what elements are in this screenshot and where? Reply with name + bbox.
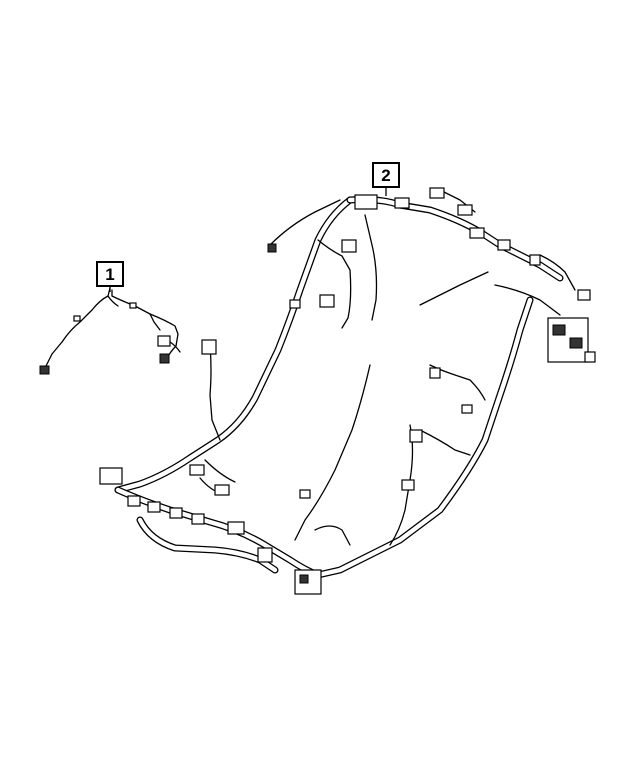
harness-1 bbox=[39, 287, 181, 375]
connector-front-2 bbox=[147, 501, 161, 513]
clip-upper-left bbox=[289, 299, 301, 309]
connector-cluster-pin-1 bbox=[552, 324, 566, 336]
callout-1: 1 bbox=[96, 261, 124, 292]
connector-top-3 bbox=[457, 204, 473, 216]
connector-rear-right-low bbox=[584, 351, 596, 363]
connector-right-mid bbox=[409, 429, 423, 443]
connector-front-1 bbox=[127, 495, 141, 507]
connector-top-center bbox=[354, 194, 378, 210]
connector-top-2 bbox=[429, 187, 445, 199]
connector-top-4 bbox=[469, 227, 485, 239]
harness-2 bbox=[99, 187, 596, 595]
connector-front-3 bbox=[169, 507, 183, 519]
connector-block-center-pin bbox=[299, 574, 309, 584]
connector-top-5 bbox=[497, 239, 511, 251]
connector-pillar-left bbox=[201, 339, 217, 355]
connector-mid-left bbox=[189, 464, 205, 476]
connector-upper-center bbox=[341, 239, 357, 253]
callout-1-label: 1 bbox=[105, 265, 114, 284]
connector-rear-1 bbox=[529, 254, 541, 266]
connector-right-lower bbox=[401, 479, 415, 491]
connector-1a bbox=[39, 365, 50, 375]
connector-front-6 bbox=[257, 547, 273, 563]
connector-top-1 bbox=[394, 197, 410, 209]
callout-2-label: 2 bbox=[381, 166, 390, 185]
connector-front-left bbox=[99, 467, 123, 485]
clip-right-sill bbox=[461, 404, 473, 414]
callout-2: 2 bbox=[372, 162, 400, 196]
connector-rear-right-top bbox=[577, 289, 591, 301]
connector-right-loop bbox=[429, 367, 441, 379]
connector-1c bbox=[159, 353, 170, 364]
connector-mid-left-2 bbox=[214, 484, 230, 496]
clip-1a bbox=[73, 315, 81, 322]
connector-front-5 bbox=[227, 521, 245, 535]
connector-front-4 bbox=[191, 513, 205, 525]
connector-1b bbox=[157, 335, 171, 347]
connector-cluster-pin-2 bbox=[569, 337, 583, 349]
connector-roof-end bbox=[267, 243, 277, 253]
clip-1b bbox=[129, 302, 137, 309]
connector-upper-left bbox=[319, 294, 335, 308]
clip-center-floor bbox=[299, 489, 311, 499]
